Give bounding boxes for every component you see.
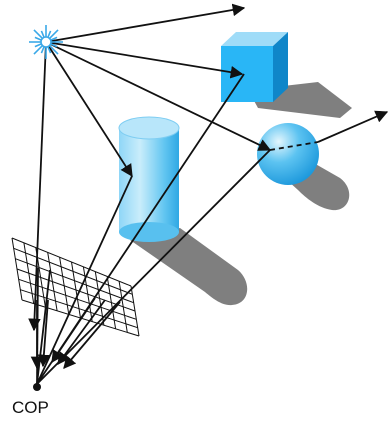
light-ray-spike [40, 30, 45, 38]
eye-ray-5 [36, 149, 271, 385]
light-ray-spike [50, 43, 58, 48]
eye-ray-arrow-5 [63, 301, 121, 369]
cube-front [221, 46, 273, 102]
sphere [257, 123, 319, 185]
grid-line-horizontal [13, 247, 133, 295]
light-ray-spike [33, 29, 44, 40]
cube-side [273, 32, 288, 102]
light-ray-spike [40, 46, 45, 54]
light-ray-sphere [45, 41, 272, 151]
cube-top [221, 32, 288, 46]
eye-ray-arrow-4 [57, 299, 106, 366]
cylinder-top [118, 116, 180, 140]
eye-ray-arrow-2 [37, 299, 51, 368]
light-source-icon [29, 25, 63, 59]
sphere-internal-ray [269, 141, 319, 151]
grid-line-horizontal [11, 237, 132, 287]
light-core [40, 36, 52, 48]
light-ray-spike [34, 36, 42, 41]
light-ray-spike [50, 36, 58, 41]
image-plane [11, 237, 140, 337]
cube [221, 32, 288, 102]
light-ray-spike [47, 30, 52, 38]
grid-line-horizontal [15, 258, 134, 304]
cylinder-bottom [119, 222, 179, 242]
eye-ray-4 [36, 175, 133, 385]
rays [28, 3, 389, 385]
cylinder-shadow [130, 228, 248, 306]
eye-ray-arrow-3 [51, 297, 96, 364]
light-ray-spike [47, 46, 52, 54]
light-ray-cylinder [45, 41, 133, 178]
light-ray-spike [48, 44, 59, 55]
light-ray-down [28, 41, 47, 332]
cop-label: COP [12, 398, 49, 417]
light-ray-cube [45, 41, 244, 79]
light-ray-spike [33, 44, 44, 55]
grid-line-horizontal [20, 289, 138, 329]
light-ray-spike [48, 29, 59, 40]
light-ray-escape [45, 3, 246, 43]
sphere-exit-ray [317, 110, 389, 143]
cop-point-icon [33, 383, 41, 391]
light-ray-spike [34, 43, 42, 48]
cylinder [118, 116, 180, 242]
